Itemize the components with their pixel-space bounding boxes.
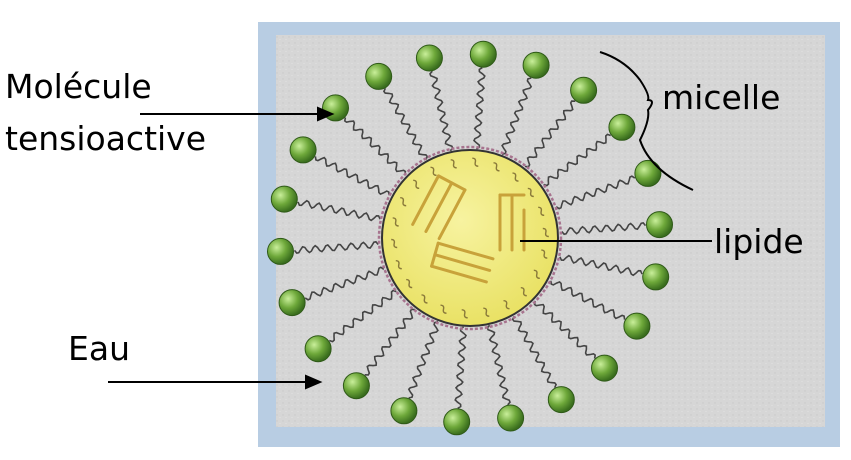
surfactant-tail xyxy=(314,156,390,196)
water-arrowhead xyxy=(305,374,323,390)
lipid-core xyxy=(381,149,559,327)
core-squiggle xyxy=(493,162,500,172)
core-squiggle xyxy=(392,217,399,227)
surfactant-head xyxy=(278,289,306,317)
core-squiggle xyxy=(483,307,490,317)
surfactant-head xyxy=(522,51,550,79)
surfactant-head xyxy=(623,312,651,340)
surfactant-tail xyxy=(561,222,647,236)
surfactant-head xyxy=(270,185,298,213)
surfactant-heads xyxy=(267,40,673,436)
surfactant-head xyxy=(608,113,636,141)
surfactant-tail xyxy=(533,300,597,359)
surfactant-head xyxy=(570,76,598,104)
surfactant-tail xyxy=(486,324,511,406)
surfactant-head xyxy=(390,397,418,425)
surfactant-tail xyxy=(329,289,397,343)
surfactant-tail xyxy=(343,117,407,176)
surfactant-head xyxy=(642,263,670,291)
pointer-lines xyxy=(108,51,712,390)
surfactant-head xyxy=(469,40,497,68)
surfactant-tail xyxy=(501,77,533,156)
core-squiggle xyxy=(391,238,398,249)
surfactant-head xyxy=(304,335,332,363)
surfactant-tail xyxy=(407,320,439,399)
micelle-label: micelle xyxy=(662,78,781,117)
surfactant-head xyxy=(289,136,317,164)
core-squiggle xyxy=(503,300,510,310)
core-squiggle xyxy=(421,294,428,304)
core-squiggle xyxy=(472,157,479,167)
surfactant-tail xyxy=(293,240,379,254)
core-squiggle xyxy=(440,304,447,314)
surfactant-tail xyxy=(454,326,467,409)
core-squiggle xyxy=(406,278,413,289)
core-squiggle xyxy=(527,187,534,198)
surfactant-tail xyxy=(382,87,429,161)
core-squiggle xyxy=(450,159,457,169)
surfactant-tail xyxy=(304,266,385,301)
surfactant-head xyxy=(646,211,673,239)
surfactant-tail xyxy=(550,280,626,320)
core-squiggle xyxy=(461,309,468,319)
surfactant-tail xyxy=(297,199,381,222)
surfactant-head xyxy=(443,408,471,436)
surfactant-head xyxy=(415,44,443,72)
molecule-arrowhead xyxy=(317,106,335,122)
surfactant-head xyxy=(365,62,393,90)
micelle-membrane xyxy=(377,145,563,331)
core-edge-squiggles xyxy=(391,157,549,319)
surfactant-tail xyxy=(511,315,558,389)
surfactant-tail xyxy=(524,100,576,168)
surfactant-head xyxy=(634,159,662,187)
surfactant-head xyxy=(497,404,525,432)
molecule-label-line1: Molécule xyxy=(5,67,152,106)
surfactant-tail xyxy=(364,308,416,376)
lipid-label: lipide xyxy=(714,222,804,261)
core-squiggle xyxy=(541,249,548,259)
core-squiggle xyxy=(520,287,527,297)
surfactant-tails xyxy=(293,67,647,409)
core-squiggle xyxy=(538,206,545,216)
core-squiggle xyxy=(542,227,549,238)
micelle-brace xyxy=(599,51,694,191)
core-squiggle xyxy=(533,269,540,279)
surfactant-head xyxy=(591,354,618,382)
core-squiggle xyxy=(413,179,420,189)
surfactant-tail xyxy=(473,67,486,150)
surfactant-head xyxy=(267,237,294,265)
core-squiggle xyxy=(512,172,519,182)
surfactant-tail xyxy=(559,254,643,277)
surfactant-tail xyxy=(429,70,454,152)
water-label: Eau xyxy=(68,329,130,368)
core-squiggle xyxy=(430,166,437,176)
surfactant-tail xyxy=(543,133,611,187)
core-squiggle xyxy=(400,197,407,207)
surfactant-head xyxy=(342,372,370,400)
lipid-molecules xyxy=(411,174,526,284)
molecule-label-line2: tensioactive xyxy=(5,119,207,158)
surfactant-head xyxy=(547,386,575,414)
core-squiggle xyxy=(395,260,402,270)
surfactant-tail xyxy=(555,175,636,210)
